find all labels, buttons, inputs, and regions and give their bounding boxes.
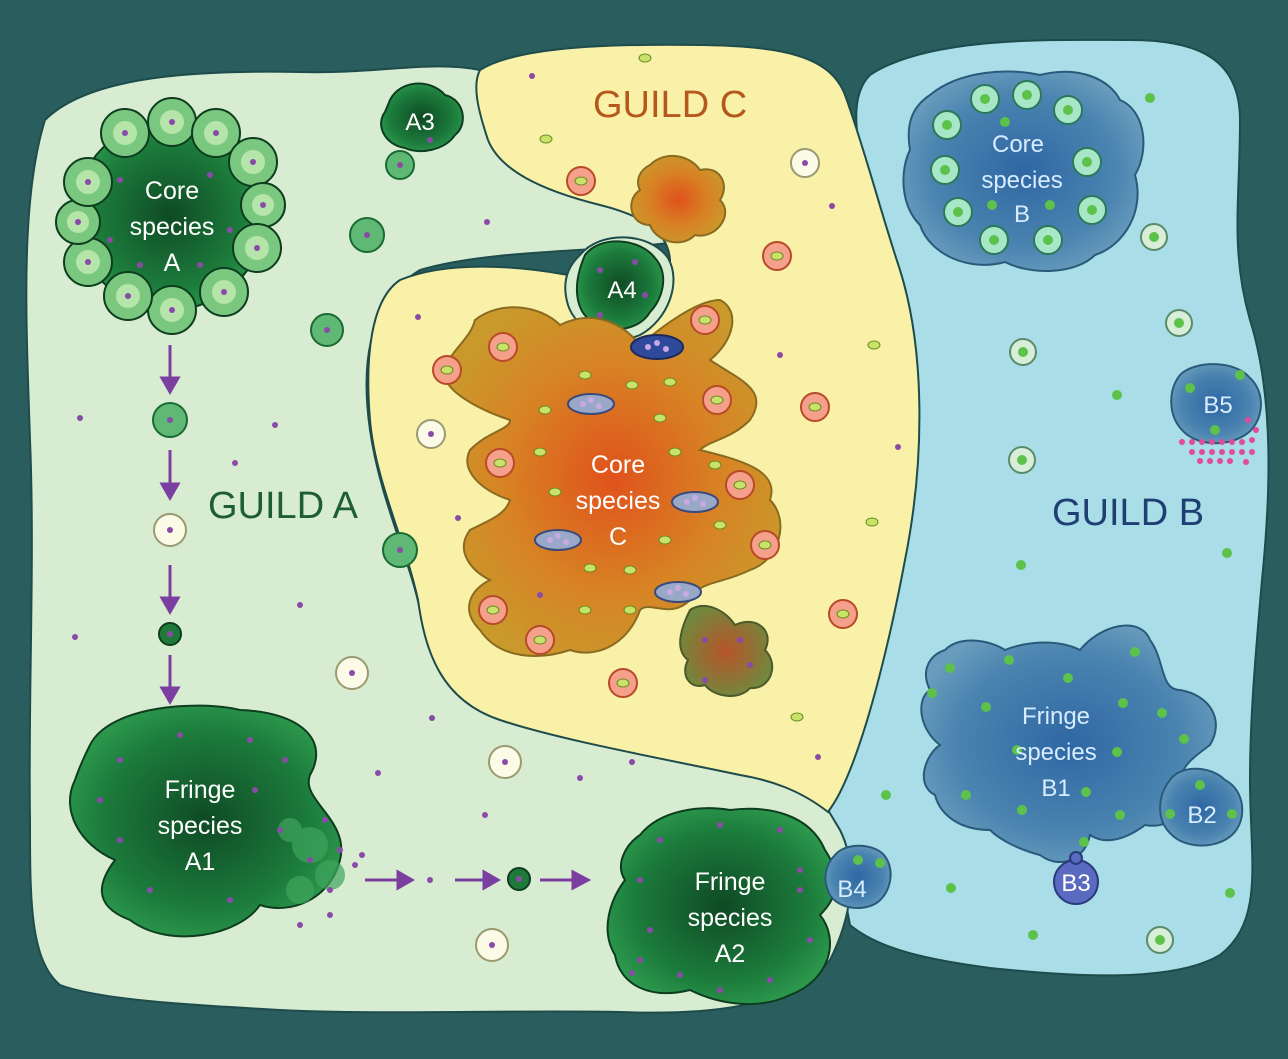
- cluster-b3-label: B3: [1061, 870, 1090, 897]
- core-species-b-line3: B: [1014, 201, 1030, 228]
- fringe-species-a1-line2: species: [158, 812, 243, 840]
- fringe-species-a2-line3: A2: [715, 940, 746, 968]
- fringe-species-a1-line3: A1: [185, 848, 216, 876]
- core-species-b-line1: Core: [992, 131, 1044, 158]
- core-species-c-line2: species: [576, 487, 661, 515]
- guild-b-label: GUILD B: [1052, 492, 1204, 534]
- cluster-b4-label: B4: [837, 876, 866, 903]
- core-species-a-line3: A: [164, 249, 181, 277]
- fringe-species-b1-line2: species: [1015, 739, 1096, 766]
- guild-a-label: GUILD A: [208, 485, 359, 527]
- cluster-b2-label: B2: [1187, 802, 1216, 829]
- core-species-a-line1: Core: [145, 177, 199, 205]
- fringe-species-a2-line1: Fringe: [695, 868, 766, 896]
- fringe-species-b1-line1: Fringe: [1022, 703, 1090, 730]
- fringe-species-a2-line2: species: [688, 904, 773, 932]
- fringe-species-a1-line1: Fringe: [165, 776, 236, 804]
- cluster-b5-label: B5: [1203, 392, 1232, 419]
- core-species-a-line2: species: [130, 213, 215, 241]
- fringe-species-b1-line3: B1: [1041, 775, 1070, 802]
- core-species-c-line1: Core: [591, 451, 645, 479]
- core-species-b-line2: species: [981, 167, 1062, 194]
- core-species-c-line3: C: [609, 523, 627, 551]
- guild-c-label: GUILD C: [593, 84, 747, 126]
- cluster-a3-label: A3: [405, 109, 434, 136]
- cluster-a4-label: A4: [607, 277, 636, 304]
